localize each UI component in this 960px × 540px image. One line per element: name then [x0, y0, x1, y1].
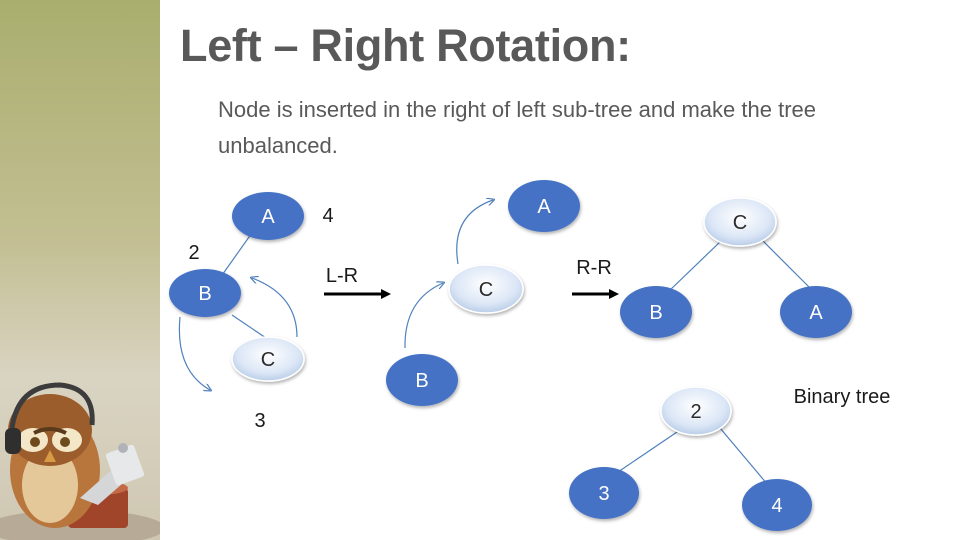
tree3-node-b	[620, 286, 692, 338]
tree4-node-2-label: 2	[690, 401, 701, 423]
weight-label-4: 4	[322, 205, 333, 227]
tree4-node-2	[660, 386, 732, 436]
binary-tree-caption: Binary tree	[794, 386, 891, 408]
tree1-node-b	[169, 269, 241, 317]
tree4-node-3-label: 3	[598, 483, 609, 505]
tree3-node-b-label: B	[649, 302, 662, 324]
tree2-node-c-label: C	[479, 279, 493, 301]
weight-label-3: 3	[254, 410, 265, 432]
tree2-node-a	[508, 180, 580, 232]
rotation-diagram: A B C 4 2 3 L-R A C B R-R C B A	[169, 180, 891, 531]
decorative-sidebar	[0, 0, 160, 540]
weight-label-2: 2	[188, 242, 199, 264]
tree4-node-3	[569, 467, 639, 519]
edge-2-4	[719, 427, 769, 486]
tree3-node-c	[703, 197, 777, 247]
curve-arrow-c-to-b	[252, 278, 298, 338]
tree2-node-a-label: A	[537, 196, 551, 218]
curve-arrow-b-to-c	[404, 283, 443, 349]
headphones-icon	[5, 382, 95, 454]
tree4-node-4	[742, 479, 812, 531]
tree1-node-c	[231, 336, 305, 382]
edge-c-b	[667, 239, 723, 293]
curve-arrow-down	[178, 316, 210, 390]
tree1-node-b-label: B	[198, 283, 211, 305]
tree3-node-c-label: C	[733, 212, 747, 234]
arrow-label-rr: R-R	[576, 257, 612, 279]
arrow-label-lr: L-R	[326, 265, 358, 287]
tree1-node-a-label: A	[261, 206, 275, 228]
edge-a-b	[219, 229, 255, 279]
curve-arrow-c-to-a	[456, 200, 493, 265]
edge-2-3	[617, 429, 681, 473]
tree1-node-a	[232, 192, 304, 240]
tree3-node-a-label: A	[809, 302, 823, 324]
tree2-node-c	[448, 264, 524, 314]
edge-c-a	[759, 237, 813, 291]
edge-b-c	[231, 314, 267, 339]
tree2-node-b	[386, 354, 458, 406]
slide-title: Left – Right Rotation:	[180, 20, 631, 71]
slide-subtitle: Node is inserted in the right of left su…	[218, 97, 816, 158]
laptop-icon	[80, 443, 145, 505]
tree4-node-4-label: 4	[771, 495, 782, 517]
tree1-node-c-label: C	[261, 349, 275, 371]
owl-illustration	[0, 382, 160, 540]
tree3-node-a	[780, 286, 852, 338]
tree2-node-b-label: B	[415, 370, 428, 392]
